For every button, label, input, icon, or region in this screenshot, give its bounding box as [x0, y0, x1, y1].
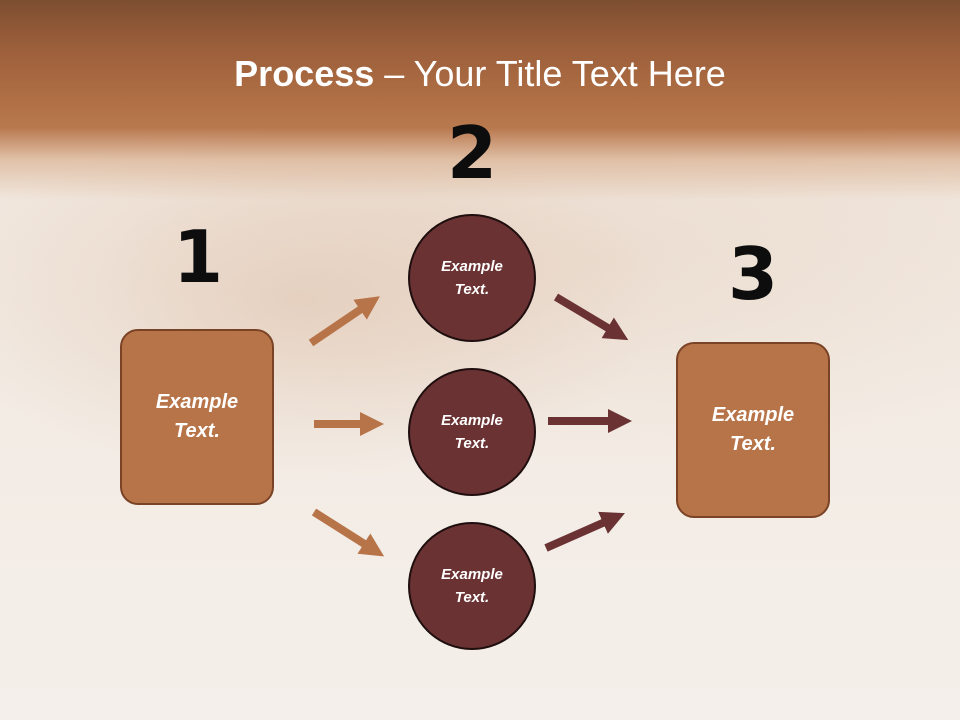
circle-middle-line2: Text. [454, 435, 490, 452]
left-box-line2: Text. [174, 420, 220, 442]
title-dash: – [374, 53, 414, 94]
title-rest: Your Title Text Here [413, 53, 726, 94]
circle-bottom-line2: Text. [454, 589, 490, 606]
step-number-3: 3 [727, 232, 779, 316]
arrow-left-to-top [308, 296, 380, 347]
right-box-line2: Text. [730, 433, 776, 455]
header-band [0, 0, 960, 200]
step-number-1: 1 [172, 215, 224, 299]
circle-middle-line1: Example [441, 412, 503, 429]
circle-bottom-line1: Example [441, 566, 503, 583]
left-box-line1: Example [155, 391, 239, 413]
circle-top-line2: Text. [454, 281, 490, 298]
slide-title: Process – Your Title Text Here [0, 52, 960, 96]
step-number-2: 2 [446, 111, 498, 195]
right-box-line1: Example [711, 404, 795, 426]
title-bold: Process [234, 53, 375, 94]
arrow-top-to-right [553, 293, 629, 341]
arrow-left-to-bottom [311, 508, 385, 557]
circle-top-line1: Example [441, 258, 503, 275]
arrow-bottom-to-right [544, 511, 625, 552]
